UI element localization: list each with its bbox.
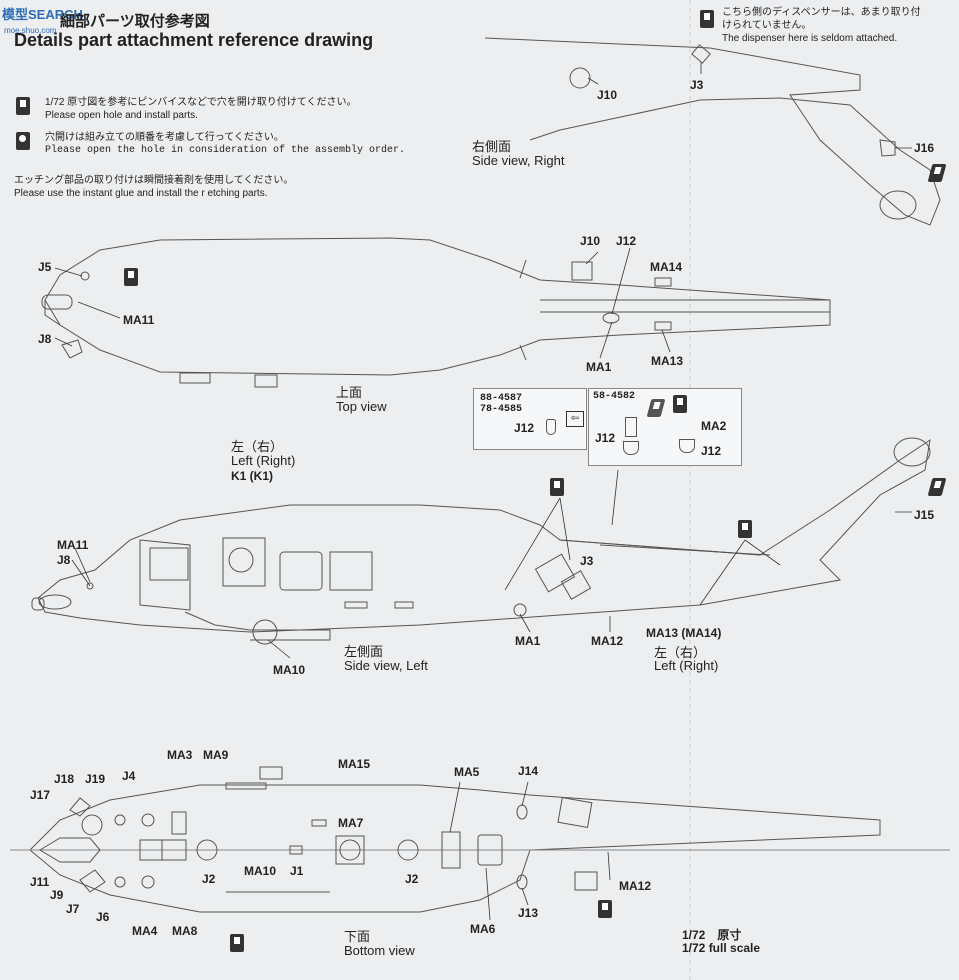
left-right-en: Left (Right) [231, 453, 296, 468]
dispenser-note: こちら側のディスペンサーは、あまり取り付けられていません。The dispens… [722, 7, 921, 44]
left-right-en-2: Left (Right) [654, 658, 719, 673]
label-j1: J1 [290, 864, 304, 878]
label-ma11-side: MA11 [57, 538, 89, 552]
label-ma1-top: MA1 [586, 360, 612, 374]
label-j4: J4 [122, 769, 136, 783]
label-ma8: MA8 [172, 924, 198, 938]
label-j11: J11 [30, 875, 50, 889]
label-j3-right: J3 [690, 78, 704, 92]
label-j10-right: J10 [597, 88, 618, 102]
label-ma4: MA4 [132, 924, 158, 938]
label-j12-top: J12 [616, 234, 637, 248]
label-j18: J18 [54, 772, 75, 786]
title-en: Details part attachment reference drawin… [14, 30, 374, 50]
side-left-en: Side view, Left [344, 658, 428, 673]
drill-icon [16, 97, 30, 115]
bottom-view-jp: 下面 [344, 929, 371, 944]
scale-jp: 1/72 原寸 [682, 928, 742, 942]
watermark-url: moe.shuo.com [4, 26, 57, 35]
label-j6: J6 [96, 910, 110, 924]
side-left-jp: 左側面 [344, 644, 384, 659]
label-ma12-bottom: MA12 [619, 879, 652, 893]
top-view-jp: 上面 [336, 385, 363, 400]
label-ma1-side: MA1 [515, 634, 541, 648]
label-j16: J16 [914, 141, 935, 155]
label-ma11-top: MA11 [123, 313, 155, 327]
label-ma10-bottom: MA10 [244, 864, 277, 878]
left-right-jp-2: 左（右） [654, 645, 707, 660]
inset-box-1: 88-4587 78-4585 J12 ⇦ [473, 388, 587, 450]
label-ma3: MA3 [167, 748, 193, 762]
label-j14: J14 [518, 764, 539, 778]
label-j19: J19 [85, 772, 106, 786]
note-3: エッチング部品の取り付けは瞬間接着剤を使用してください。Please use t… [14, 175, 294, 199]
drill-icon [550, 478, 564, 496]
label-j10-top: J10 [580, 234, 601, 248]
left-right-jp: 左（右） [231, 439, 284, 454]
label-ma15: MA15 [338, 757, 371, 771]
label-k1: K1 (K1) [231, 469, 274, 483]
side-right-jp: 右側面 [472, 139, 512, 154]
label-j15: J15 [914, 508, 935, 522]
bottom-view-en: Bottom view [344, 943, 415, 958]
label-ma9: MA9 [203, 748, 229, 762]
label-ma12-side: MA12 [591, 634, 624, 648]
label-j17: J17 [30, 788, 51, 802]
drill-icon [124, 268, 138, 286]
pin-vise-icon [16, 132, 30, 150]
label-j9: J9 [50, 888, 64, 902]
title-jp: 細部パーツ取付参考図 [60, 13, 210, 30]
label-j8-side: J8 [57, 553, 71, 567]
top-view-en: Top view [336, 399, 387, 414]
drill-icon [738, 520, 752, 538]
label-ma7: MA7 [338, 816, 364, 830]
label-ma10-side: MA10 [273, 663, 306, 677]
label-j2-b: J2 [405, 872, 419, 886]
drill-icon [700, 10, 714, 28]
note-1: 1/72 原寸図を参考にピンバイスなどで穴を開け取り付けてください。Please… [45, 97, 357, 121]
drill-icon [673, 395, 687, 413]
label-ma14: MA14 [650, 260, 683, 274]
etching-icon [646, 399, 666, 417]
label-j8-top: J8 [38, 332, 52, 346]
label-ma6: MA6 [470, 922, 496, 936]
label-j2-a: J2 [202, 872, 216, 886]
watermark-logo: 模型SEARCH [2, 7, 83, 22]
scale-en: 1/72 full scale [682, 941, 761, 955]
drill-icon [598, 900, 612, 918]
side-right-en: Side view, Right [472, 153, 565, 168]
drill-icon [230, 934, 244, 952]
label-ma13-top: MA13 [651, 354, 684, 368]
label-ma13-ma14: MA13 (MA14) [646, 626, 722, 640]
label-j7: J7 [66, 902, 80, 916]
inset-box-2: 58-4582 J12 MA2 J12 [588, 388, 742, 466]
label-j3-side: J3 [580, 554, 594, 568]
label-ma5: MA5 [454, 765, 480, 779]
note-2: 穴開けは組み立ての順番を考慮して行ってください。Please open the … [45, 132, 406, 156]
label-j13: J13 [518, 906, 539, 920]
label-j5: J5 [38, 260, 52, 274]
